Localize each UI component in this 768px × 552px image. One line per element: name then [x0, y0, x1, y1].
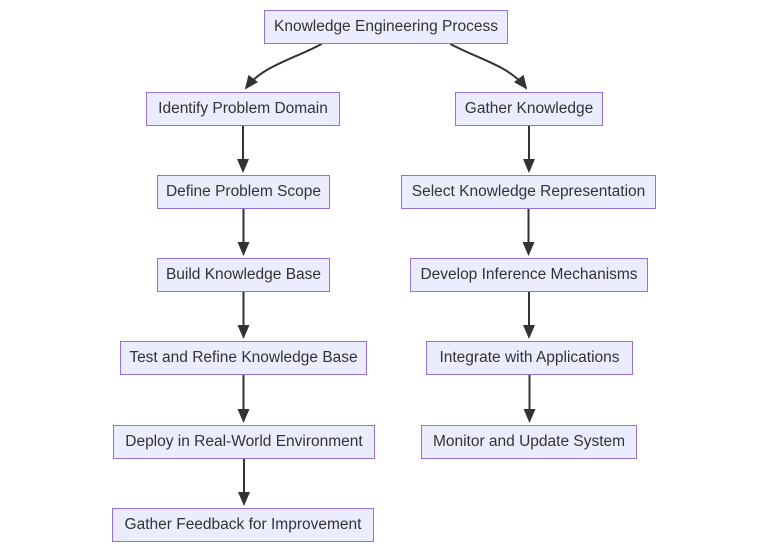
edges-group	[237, 43, 536, 506]
node-deploy-real-world: Deploy in Real-World Environment	[113, 425, 375, 459]
node-label: Build Knowledge Base	[165, 266, 322, 284]
node-monitor-update-system: Monitor and Update System	[421, 425, 637, 459]
node-build-knowledge-base: Build Knowledge Base	[157, 258, 330, 292]
node-root: Knowledge Engineering Process	[264, 10, 508, 44]
node-label: Develop Inference Mechanisms	[420, 266, 638, 284]
node-label: Deploy in Real-World Environment	[125, 433, 363, 451]
node-label: Knowledge Engineering Process	[273, 18, 499, 36]
node-label: Identify Problem Domain	[158, 100, 328, 118]
node-define-problem-scope: Define Problem Scope	[157, 175, 330, 209]
node-gather-knowledge: Gather Knowledge	[455, 92, 603, 126]
node-select-knowledge-representation: Select Knowledge Representation	[401, 175, 656, 209]
node-label: Gather Knowledge	[464, 100, 594, 118]
edge-root-to-gather-knowledge	[449, 43, 528, 90]
edge-root-to-identify-problem-domain	[244, 43, 323, 90]
node-label: Integrate with Applications	[439, 349, 620, 367]
node-label: Test and Refine Knowledge Base	[129, 349, 358, 367]
node-label: Select Knowledge Representation	[411, 183, 646, 201]
node-gather-feedback: Gather Feedback for Improvement	[112, 508, 374, 542]
node-label: Gather Feedback for Improvement	[124, 516, 362, 534]
node-develop-inference-mechanisms: Develop Inference Mechanisms	[410, 258, 648, 292]
node-identify-problem-domain: Identify Problem Domain	[146, 92, 340, 126]
node-integrate-with-applications: Integrate with Applications	[426, 341, 633, 375]
node-label: Define Problem Scope	[165, 183, 322, 201]
node-label: Monitor and Update System	[432, 433, 626, 451]
node-test-refine-knowledge-base: Test and Refine Knowledge Base	[120, 341, 367, 375]
